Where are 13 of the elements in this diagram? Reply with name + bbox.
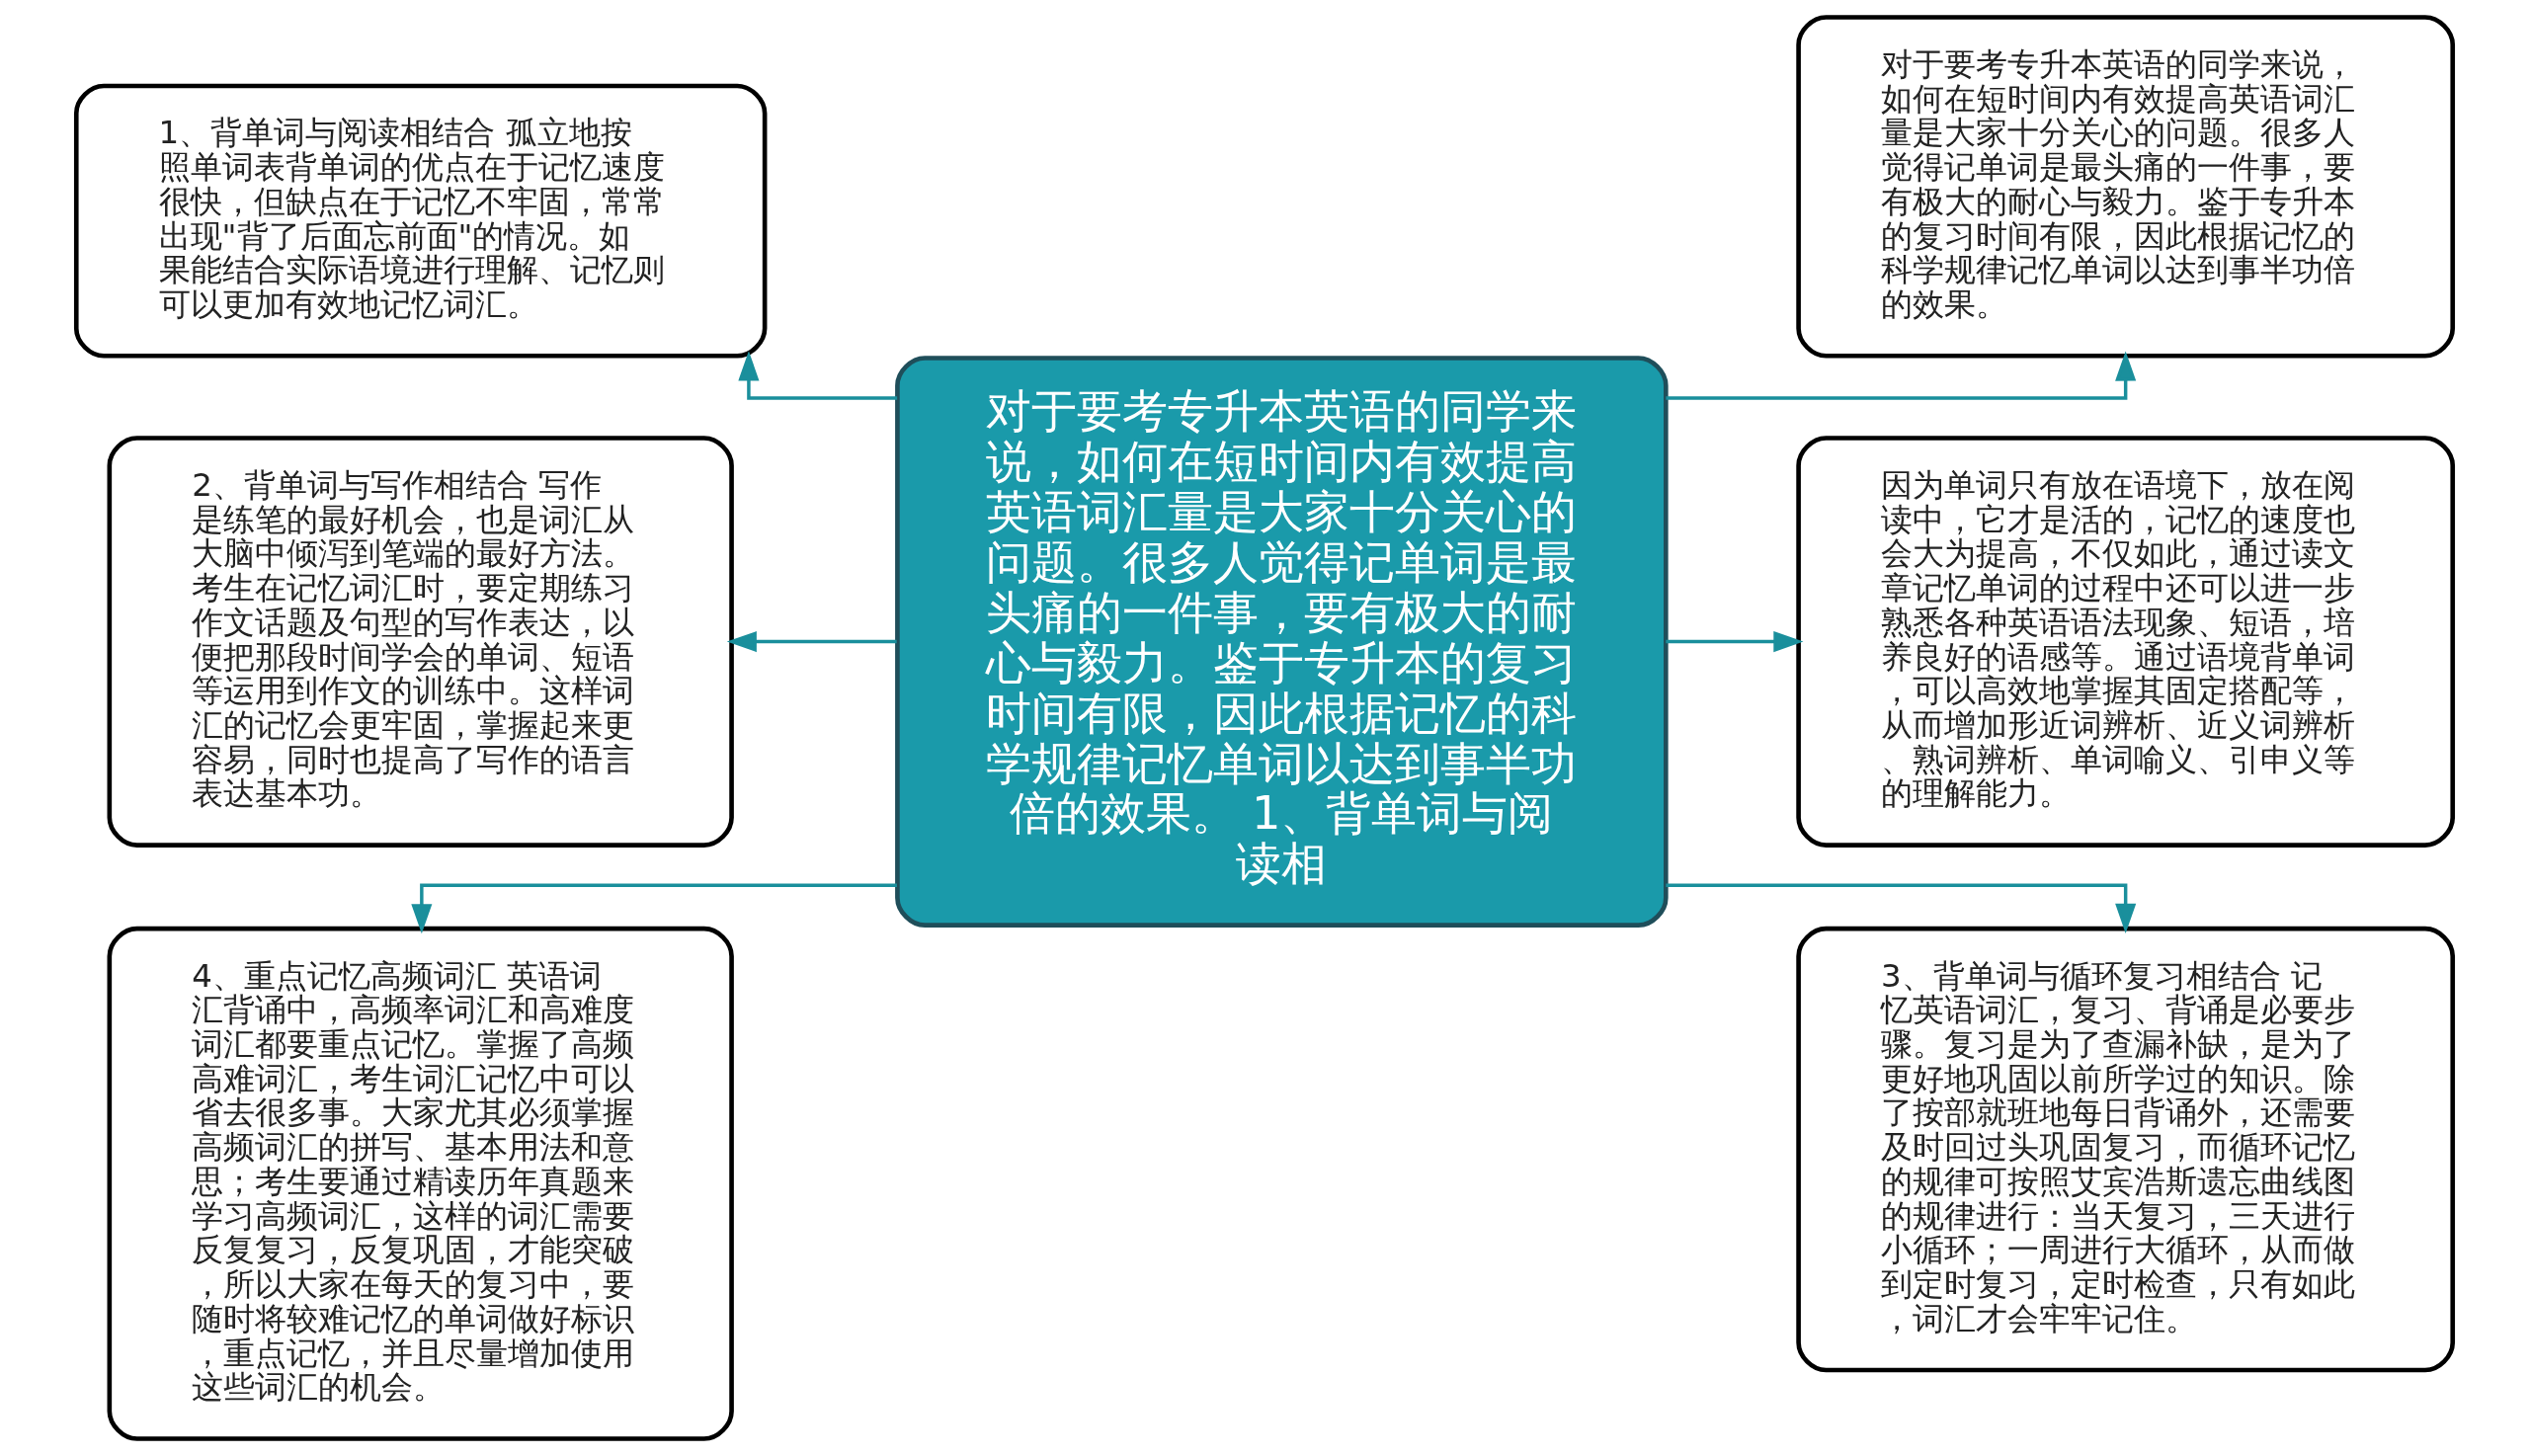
node-box: 3、背单词与循环复习相结合 记忆英语词汇，复习、背诵是必要步骤。复习是为了查漏补缺，是为了更好地巩固以前所学过的知识。除了按部就班地每日背诵外，还需要及时回过头巩固复习，而循环记忆的规律可按照艾宾浩斯遗忘曲线图的规律进行：当天复习，三天进行小循环；一周进行大循环，从而做到定时复习，定时检查，只有如此，词汇才会牢牢记住。 <box>1796 926 2456 1373</box>
arrow <box>1666 631 1804 653</box>
node-box: 1、背单词与阅读相结合 孤立地按照单词表背单词的优点在于记忆速度很快，但缺点在于记忆不牢固，常常出现"背了后面忘前面"的情况。如果能结合实际语境进行理解、记忆则可以更加有效地记忆词汇。 <box>73 83 768 359</box>
node-box: 2、背单词与写作相结合 写作是练笔的最好机会，也是词汇从大脑中倾泻到笔端的最好方法。考生在记忆词汇时，要定期练习作文话题及句型的写作表达，以便把那段时间学会的单词、短语等运用到作文的训练中。这样词汇的记忆会更牢固，掌握起来更容易，同时也提高了写作的语言表达基本功。 <box>107 436 734 848</box>
arrow <box>738 351 898 400</box>
arrow <box>1666 351 2137 400</box>
node-box: 4、重点记忆高频词汇 英语词汇背诵中，高频率词汇和高难度词汇都要重点记忆。掌握了高频高难词汇，考生词汇记忆中可以省去很多事。大家尤其必须掌握高频词汇的拼写、基本用法和意思；考生要通过精读历年真题来学习高频词汇，这样的词汇需要反复复习，反复巩固，才能突破，所以大家在每天的复习中，要随时将较难记忆的单词做好标识，重点记忆，并且尽量增加使用这些词汇的机会。 <box>107 926 734 1441</box>
arrow <box>411 883 897 934</box>
node-box: 因为单词只有放在语境下，放在阅读中，它才是活的，记忆的速度也会大为提高，不仅如此，通过读文章记忆单词的过程中还可以进一步熟悉各种英语语法现象、短语，培养良好的语感等。通过语境背单词，可以高效地掌握其固定搭配等，从而增加形近词辨析、近义词辨析、熟词辨析、单词喻义、引申义等的理解能力。 <box>1796 436 2456 848</box>
node-box: 对于要考专升本英语的同学来说，如何在短时间内有效提高英语词汇量是大家十分关心的问题。很多人觉得记单词是最头痛的一件事，要有极大的耐心与毅力。鉴于专升本的复习时间有限，因此根据记忆的科学规律记忆单词以达到事半功倍的效果。 <box>1796 15 2456 359</box>
arrow <box>726 631 897 653</box>
node-box: 对于要考专升本英语的同学来说，如何在短时间内有效提高英语词汇量是大家十分关心的问题。很多人觉得记单词是最头痛的一件事，要有极大的耐心与毅力。鉴于专升本的复习时间有限，因此根据记忆的科学规律记忆单词以达到事半功倍的效果。 1、背单词与阅读相 <box>895 356 1669 928</box>
arrow <box>1666 883 2137 933</box>
